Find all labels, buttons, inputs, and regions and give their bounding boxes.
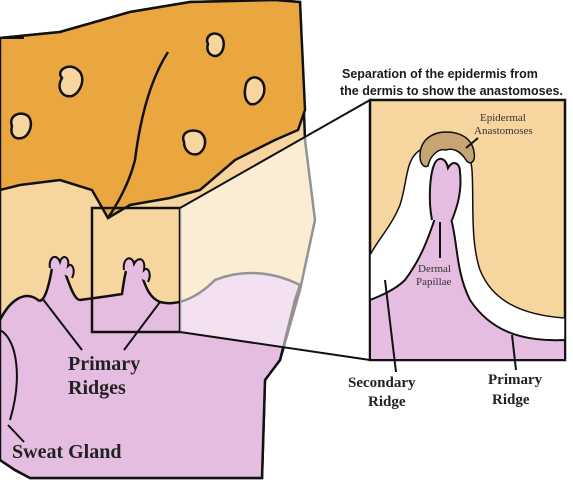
pointer-primary-ridge (511, 334, 517, 371)
dermal-papilla (48, 255, 75, 279)
pointer-primary-ridges-left (41, 297, 83, 351)
zoom-projection-edge (179, 331, 371, 361)
label-primary-ridge-2: Ridge (492, 392, 530, 408)
pointer-sweat-gland (7, 424, 25, 443)
epidermal-anastomoses (419, 131, 476, 168)
dermal-papilla (122, 257, 151, 283)
label-primary-ridges-2: Ridges (68, 377, 126, 399)
pore (205, 32, 225, 58)
inset-magnified-view (368, 98, 567, 362)
pointer-anastomoses (465, 137, 479, 149)
zoom-projection-edge (179, 99, 371, 209)
label-primary-ridges-1: Primary (68, 353, 140, 375)
pointer-primary-ridges-right (123, 301, 161, 351)
inset-dermal-papilla (428, 157, 462, 221)
pore (181, 129, 207, 156)
pore (9, 112, 33, 140)
lobe-fold-line (106, 51, 170, 219)
label-epidermal-anastomoses-1: Epidermal (480, 112, 526, 124)
caption-line-1: Separation of the epidermis from (342, 67, 538, 81)
outer-epidermis-band (0, 0, 307, 220)
pore (58, 65, 84, 98)
label-secondary-ridge-2: Ridge (368, 394, 406, 410)
ridge-outline (0, 329, 18, 421)
caption-line-2: the dermis to show the anastomoses. (340, 84, 563, 98)
label-dermal-papillae-1: Dermal (418, 263, 451, 275)
zoom-projection (180, 100, 370, 360)
skin-cross-section (0, 0, 317, 480)
pore (243, 76, 266, 106)
pointer-secondary-ridge (384, 279, 397, 373)
label-primary-ridge-1: Primary (488, 372, 543, 388)
label-epidermal-anastomoses-2: Anastomoses (474, 125, 533, 137)
label-sweat-gland: Sweat Gland (12, 441, 121, 463)
label-secondary-ridge-1: Secondary (348, 375, 416, 391)
label-dermal-papillae-2: Papillae (416, 276, 452, 288)
pointer-lines (7, 137, 517, 443)
